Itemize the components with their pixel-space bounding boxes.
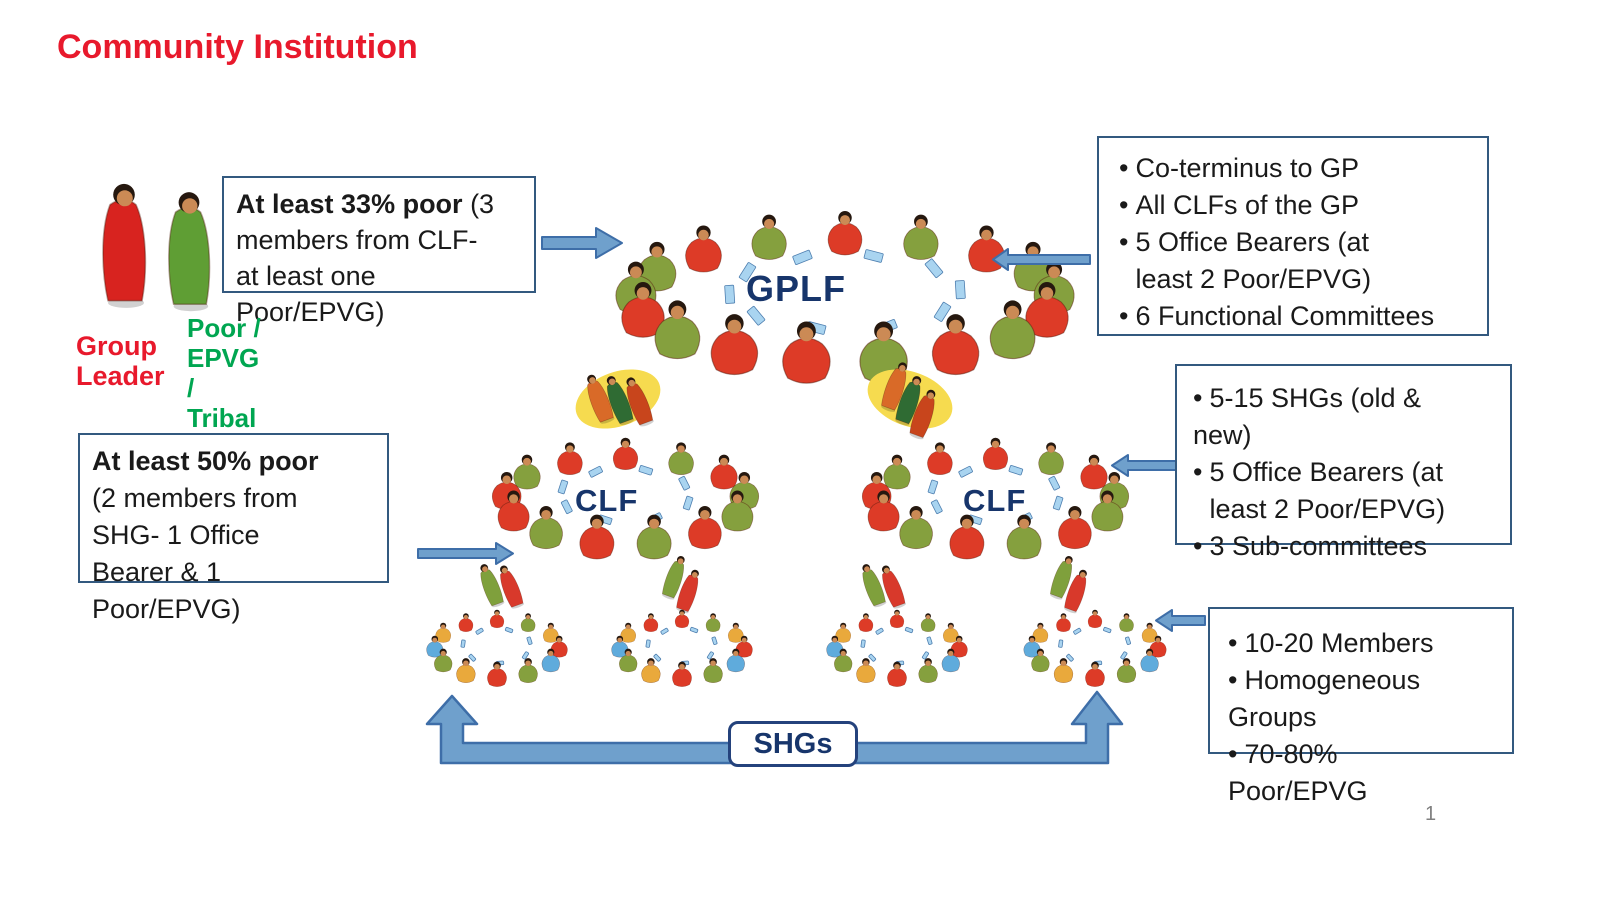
walking-pair-icon-4 bbox=[1050, 556, 1087, 614]
clf-membership-rest: (2 members from SHG- 1 Office Bearer & 1… bbox=[92, 483, 298, 624]
shg-meeting-illustration-3 bbox=[826, 609, 968, 687]
gplf-membership-lead: At least 33% poor bbox=[236, 189, 463, 219]
page-title: Community Institution bbox=[57, 28, 418, 66]
clf-membership-box: At least 50% poor (2 members from SHG- 1… bbox=[78, 433, 389, 624]
clf-membership-text: At least 50% poor (2 members from SHG- 1… bbox=[92, 443, 375, 628]
bullet-dot: • bbox=[1228, 739, 1238, 769]
walking-pair-icon-3 bbox=[862, 564, 907, 609]
clf-features-box: •5-15 SHGs (old & new) •5 Office Bearers … bbox=[1175, 364, 1512, 561]
clf-features-list: •5-15 SHGs (old & new) •5 Office Bearers … bbox=[1193, 380, 1504, 565]
bullet-dot: • bbox=[1119, 227, 1129, 257]
shgs-label: SHGs bbox=[753, 727, 833, 760]
gplf-features-box: •Co-terminus to GP •All CLFs of the GP •5 … bbox=[1097, 136, 1489, 336]
clf-right-meeting-illustration bbox=[861, 437, 1130, 560]
bullet-dot: • bbox=[1119, 301, 1129, 331]
bullet-item: •10-20 Members bbox=[1228, 628, 1434, 658]
bullet-item: •3 Sub-committees bbox=[1193, 531, 1428, 561]
bullet-item: •70-80% Poor/EPVG bbox=[1228, 739, 1368, 806]
bullet-dot: • bbox=[1193, 457, 1203, 487]
gplf-membership-box: At least 33% poor (3 members from CLF- a… bbox=[222, 176, 536, 327]
walking-pair-icon-1 bbox=[480, 564, 525, 609]
gplf-label: GPLF bbox=[746, 268, 846, 309]
bullet-item: •5 Office Bearers (at least 2 Poor/EPVG) bbox=[1193, 457, 1446, 524]
walking-women-right-icon bbox=[867, 362, 953, 440]
page-number: 1 bbox=[1425, 803, 1437, 825]
clf-membership-lead: At least 50% poor bbox=[92, 446, 319, 476]
bullet-dot: • bbox=[1193, 531, 1203, 561]
gplf-membership-rest: (3 members from CLF- at least one Poor/E… bbox=[236, 189, 495, 327]
bullet-dot: • bbox=[1228, 665, 1238, 695]
clf-left-meeting-illustration bbox=[491, 437, 760, 560]
gplf-features-list: •Co-terminus to GP •All CLFs of the GP •5 … bbox=[1119, 150, 1481, 335]
bullet-item: •Homogeneous Groups bbox=[1228, 665, 1421, 732]
bullet-item: •All CLFs of the GP bbox=[1119, 190, 1360, 220]
bullet-item: •6 Functional Committees bbox=[1119, 301, 1435, 331]
walking-women-left-icon bbox=[575, 369, 661, 429]
bullet-item: •5 Office Bearers (at least 2 Poor/EPVG) bbox=[1119, 227, 1372, 294]
bullet-dot: • bbox=[1228, 628, 1238, 658]
shg-meeting-illustration-1 bbox=[426, 609, 568, 687]
bullet-dot: • bbox=[1193, 383, 1203, 413]
shg-meeting-illustration-2 bbox=[611, 609, 753, 687]
clf-right-label: CLF bbox=[963, 483, 1027, 518]
shgs-label-badge: SHGs bbox=[728, 721, 858, 767]
walking-pair-icon-2 bbox=[662, 556, 699, 614]
shg-features-list: •10-20 Members •Homogeneous Groups •70-80%… bbox=[1228, 625, 1506, 810]
group-leader-label: Group Leader bbox=[76, 331, 165, 391]
shg-meeting-illustration-4 bbox=[1023, 609, 1167, 687]
gplf-meeting-illustration bbox=[615, 210, 1075, 384]
poor-epvg-label: Poor / EPVG / Tribal bbox=[187, 313, 261, 433]
clf-left-label: CLF bbox=[575, 483, 639, 518]
bullet-dot: • bbox=[1119, 153, 1129, 183]
bullet-dot: • bbox=[1119, 190, 1129, 220]
group-leader-figure-icon bbox=[102, 183, 147, 308]
bullet-item: •5-15 SHGs (old & new) bbox=[1193, 383, 1422, 450]
gplf-membership-text: At least 33% poor (3 members from CLF- a… bbox=[236, 186, 522, 330]
bullet-item: •Co-terminus to GP bbox=[1119, 153, 1360, 183]
poor-epvg-figure-icon bbox=[168, 192, 211, 312]
shg-features-box: •10-20 Members •Homogeneous Groups •70-80%… bbox=[1208, 607, 1514, 806]
